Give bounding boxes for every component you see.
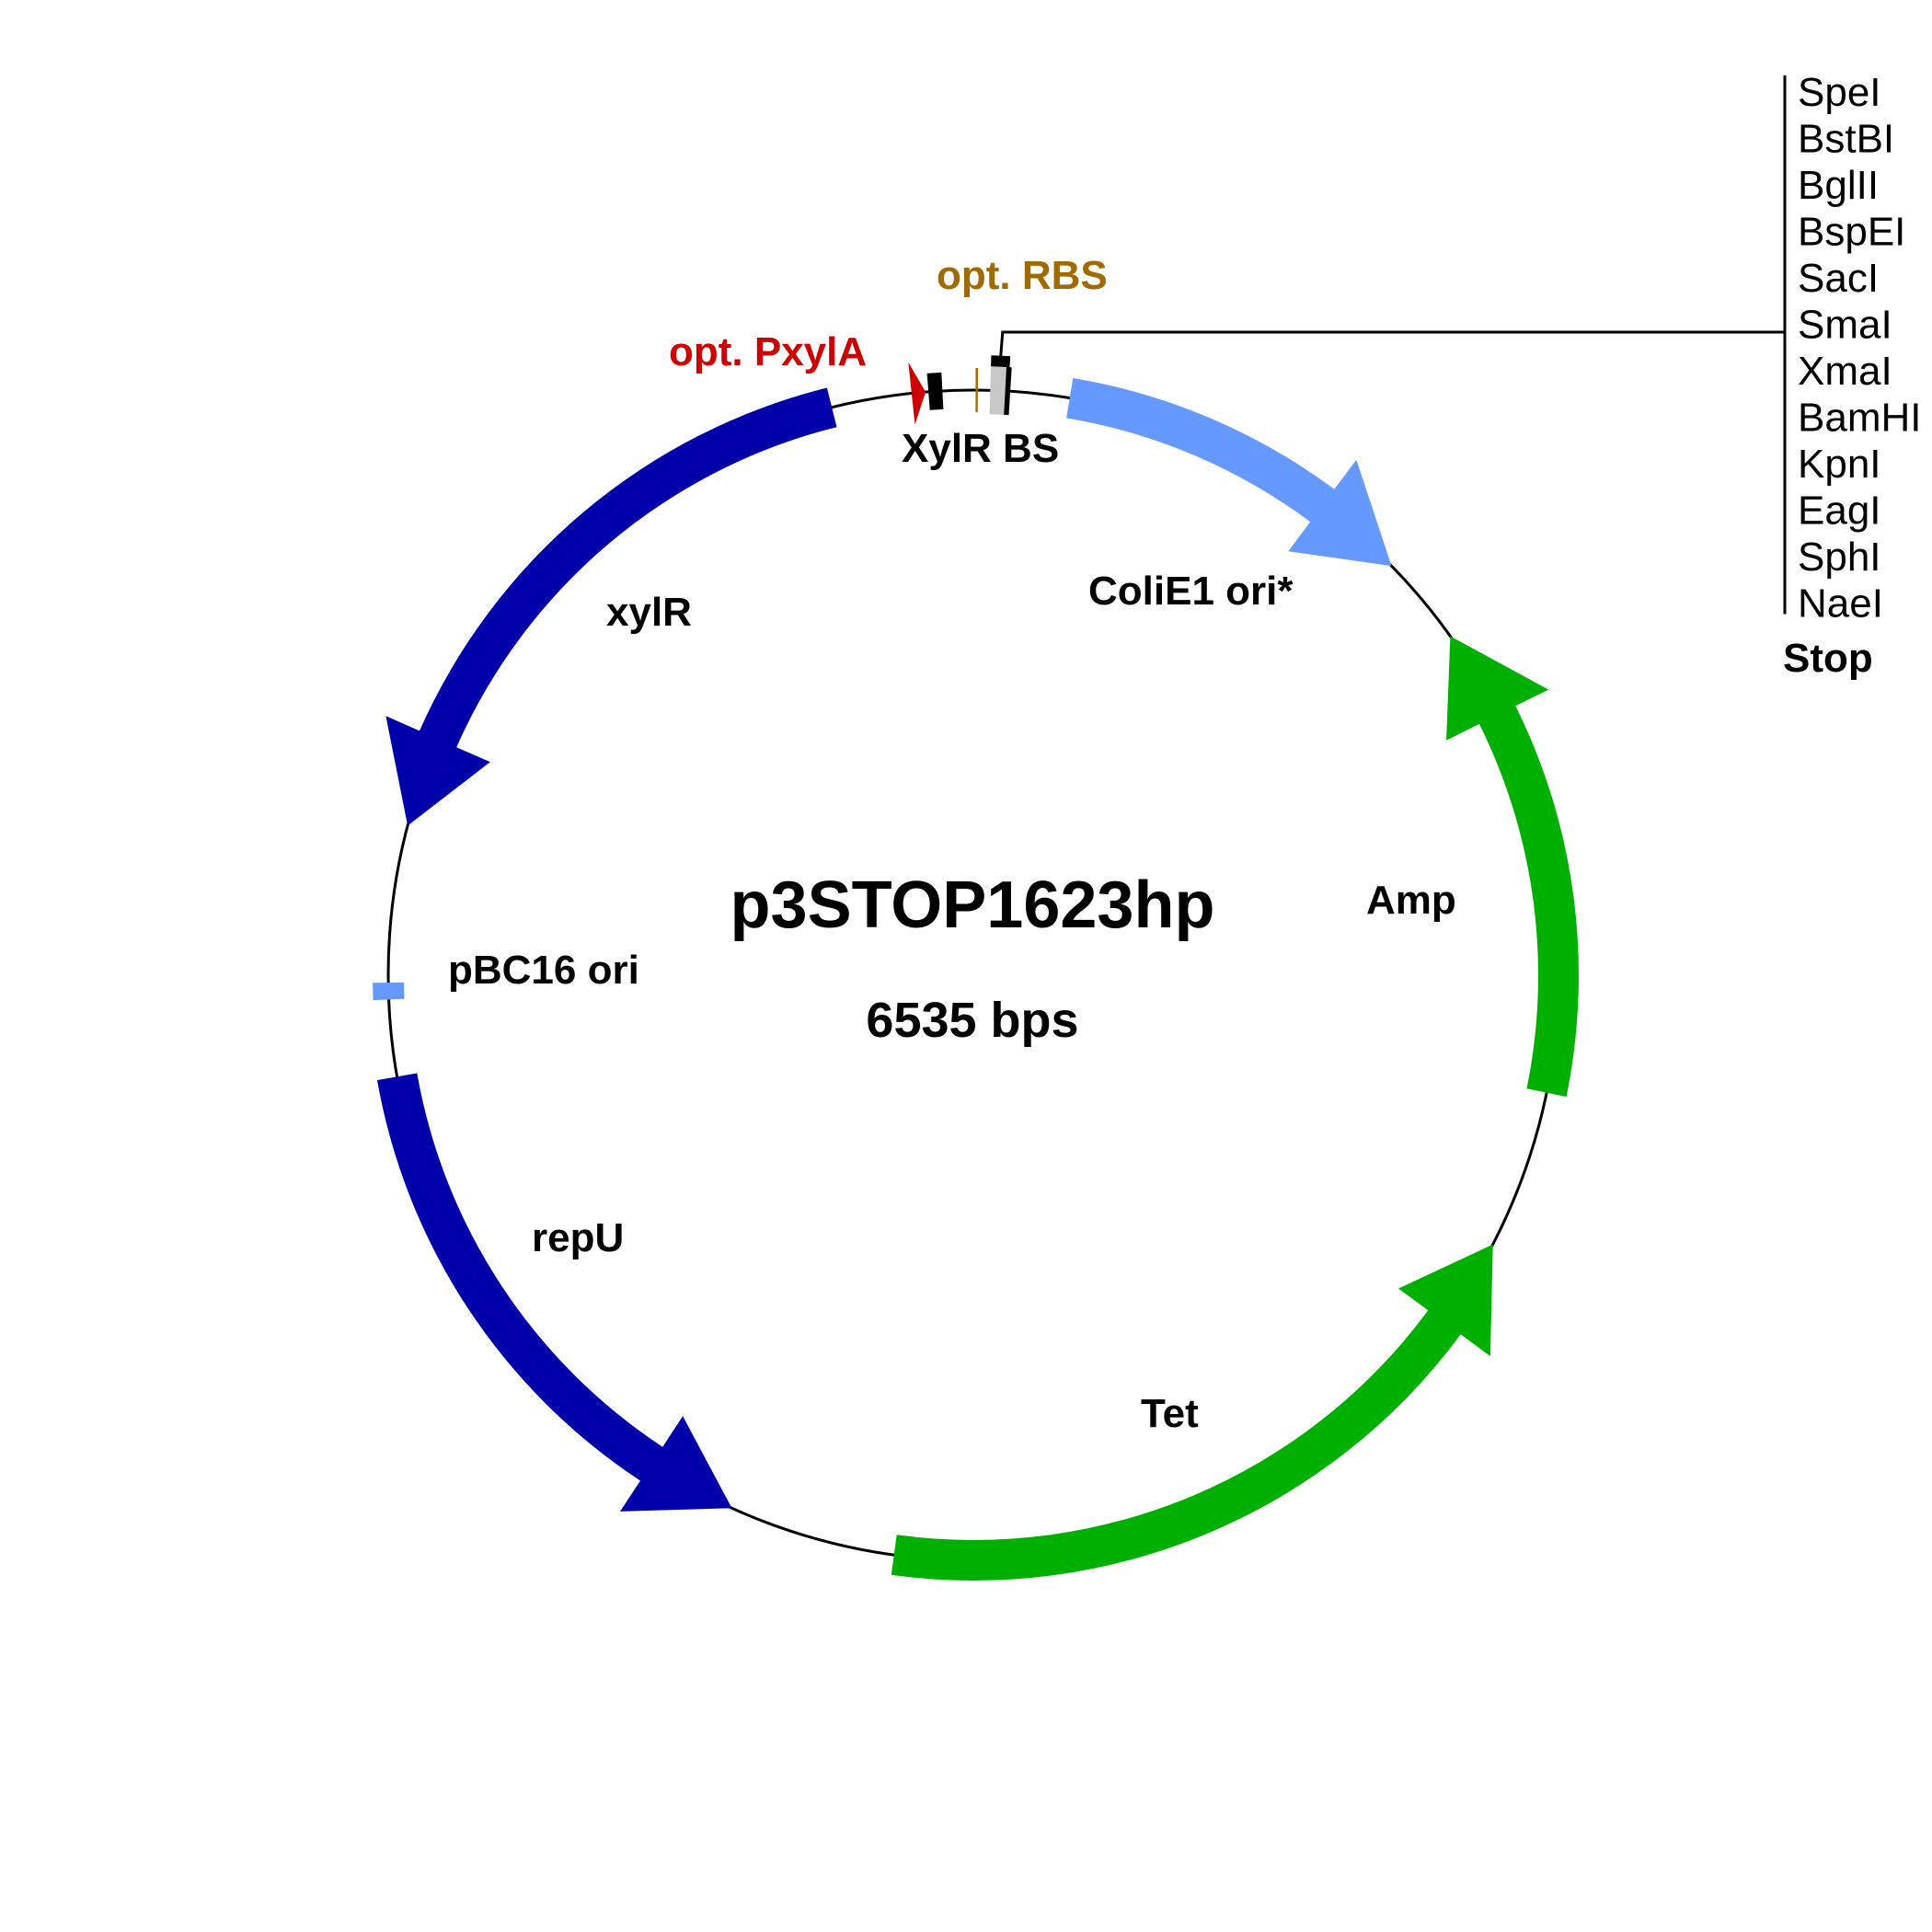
feature-label-tet: Tet bbox=[1141, 1391, 1199, 1436]
feature-label-opt-rbs: opt. RBS bbox=[937, 253, 1108, 298]
feature-tet bbox=[891, 1244, 1493, 1581]
feature-opt-rbs bbox=[975, 367, 979, 412]
feature-label-xylr-bs: XylR BS bbox=[902, 426, 1059, 471]
feature-label-opt-pxyla: opt. PxylA bbox=[669, 329, 867, 374]
feature-repu bbox=[377, 1073, 732, 1512]
feature-colie1-ori bbox=[1066, 378, 1392, 567]
mcs-site-eagi: EagI bbox=[1798, 489, 1881, 534]
mcs-site-bstbi: BstBI bbox=[1798, 117, 1894, 162]
mcs-site-spei: SpeI bbox=[1798, 70, 1881, 115]
feature-label-xylr: xylR bbox=[606, 590, 692, 635]
plasmid-name: p3STOP1623hp bbox=[730, 868, 1215, 942]
mcs-stop-label: Stop bbox=[1783, 636, 1873, 681]
mcs-site-bspei: BspEI bbox=[1798, 210, 1905, 255]
mcs-site-bamhi: BamHI bbox=[1798, 396, 1921, 441]
feature-label-pbc16-ori: pBC16 ori bbox=[448, 948, 639, 993]
mcs-site-kpni: KpnI bbox=[1798, 442, 1881, 487]
feature-pbc16-ori bbox=[373, 982, 405, 1001]
mcs-site-smai: SmaI bbox=[1798, 303, 1892, 348]
feature-stop bbox=[989, 355, 1012, 416]
feature-opt-pxyla bbox=[908, 362, 926, 425]
mcs-site-xmai: XmaI bbox=[1798, 349, 1892, 394]
mcs-callout: SpeIBstBIBglIIBspEISacISmaIXmaIBamHIKpnI… bbox=[999, 70, 1921, 681]
feature-label-amp: Amp bbox=[1366, 878, 1456, 923]
mcs-site-sphi: SphI bbox=[1798, 535, 1881, 580]
plasmid-size: 6535 bps bbox=[866, 993, 1078, 1048]
mcs-site-naei: NaeI bbox=[1798, 581, 1883, 627]
feature-xylr bbox=[385, 387, 837, 826]
feature-amp bbox=[1446, 636, 1579, 1098]
mcs-site-bglii: BglII bbox=[1798, 163, 1879, 208]
mcs-site-saci: SacI bbox=[1798, 256, 1879, 301]
feature-label-repu: repU bbox=[532, 1215, 624, 1260]
feature-layer bbox=[373, 355, 1579, 1581]
feature-label-colie1-ori: ColiE1 ori* bbox=[1088, 569, 1294, 614]
feature-xylr-bs bbox=[926, 372, 944, 410]
mcs-leader-line bbox=[999, 330, 1785, 356]
mcs-site-list: SpeIBstBIBglIIBspEISacISmaIXmaIBamHIKpnI… bbox=[1798, 70, 1921, 627]
